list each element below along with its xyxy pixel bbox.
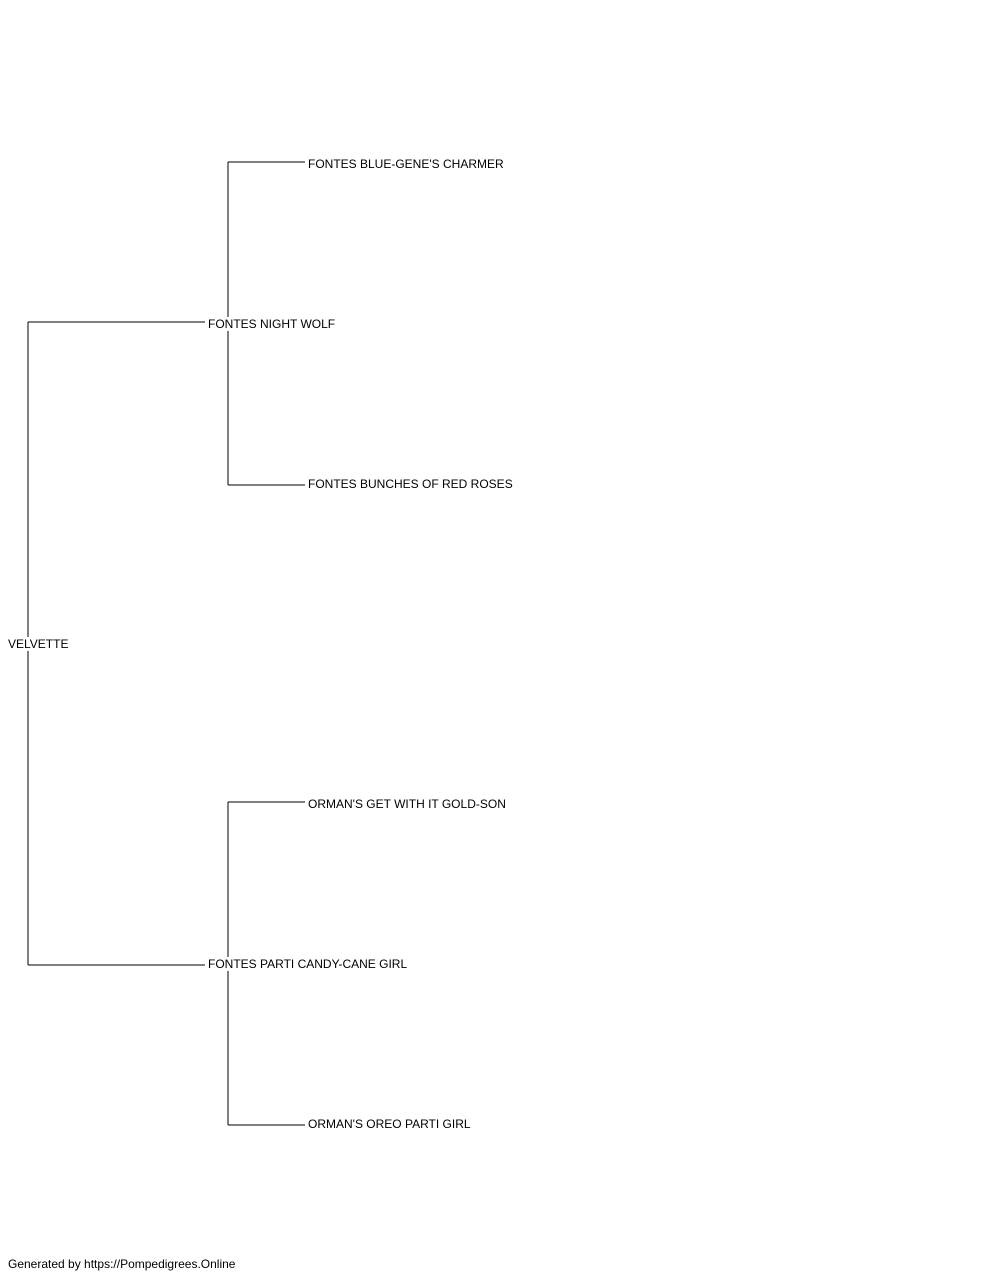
generated-by-footer: Generated by https://Pompedigrees.Online	[8, 1257, 236, 1271]
dams-dam-name: ORMAN'S OREO PARTI GIRL	[307, 1117, 472, 1131]
dam-name: FONTES PARTI CANDY-CANE GIRL	[207, 957, 409, 971]
sires-sire-name: FONTES BLUE-GENE'S CHARMER	[307, 157, 505, 171]
subject-name: VELVETTE	[7, 637, 70, 651]
sires-dam-name: FONTES BUNCHES OF RED ROSES	[307, 477, 514, 491]
dams-sire-name: ORMAN'S GET WITH IT GOLD-SON	[307, 797, 507, 811]
sire-name: FONTES NIGHT WOLF	[207, 317, 337, 331]
